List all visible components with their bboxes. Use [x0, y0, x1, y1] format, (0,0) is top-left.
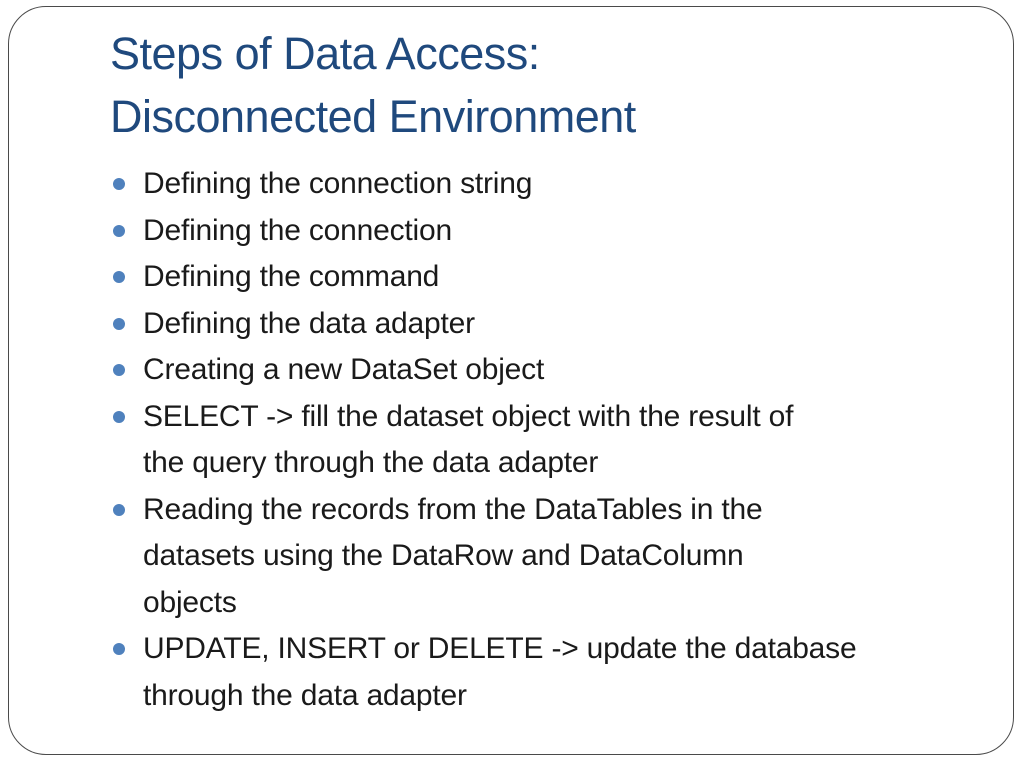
list-item: SELECT -> fill the dataset object with t… [113, 394, 991, 487]
bullet-icon [113, 364, 125, 376]
bullet-item-text: Defining the connection string [143, 167, 533, 200]
page-title-line2: Disconnected Environment [110, 91, 636, 142]
bullet-item-text: Defining the data adapter [143, 306, 475, 340]
bullet-item-text: SELECT -> fill the dataset object with t… [143, 399, 794, 480]
bullet-item-text: Reading the records from the DataTables … [143, 492, 763, 619]
bullet-icon [113, 178, 125, 190]
page-title: Steps of Data Access: Disconnected Envir… [110, 22, 990, 148]
slide-frame-border [8, 6, 1014, 755]
list-item: Creating a new DataSet object [113, 347, 991, 394]
bullet-icon [113, 503, 125, 516]
bullet-item-text: Defining the connection [143, 213, 452, 247]
bullet-icon [113, 643, 125, 655]
list-item: Defining the command [113, 254, 991, 301]
bullet-icon [113, 410, 125, 423]
bullet-item-text: Creating a new DataSet object [143, 353, 545, 386]
bullet-item-text: Defining the command [143, 260, 440, 293]
bullet-icon [113, 224, 125, 237]
list-item: Defining the connection [113, 208, 991, 255]
list-item: UPDATE, INSERT or DELETE -> update the d… [113, 626, 991, 719]
bullet-item-text: UPDATE, INSERT or DELETE -> update the d… [143, 632, 857, 712]
list-item: Reading the records from the DataTables … [113, 487, 991, 627]
page-title-line1: Steps of Data Access: [110, 28, 540, 79]
list-item: Defining the data adapter [113, 301, 991, 348]
bullet-icon [113, 317, 125, 330]
bullet-icon [113, 271, 125, 283]
list-item: Defining the connection string [113, 161, 991, 208]
